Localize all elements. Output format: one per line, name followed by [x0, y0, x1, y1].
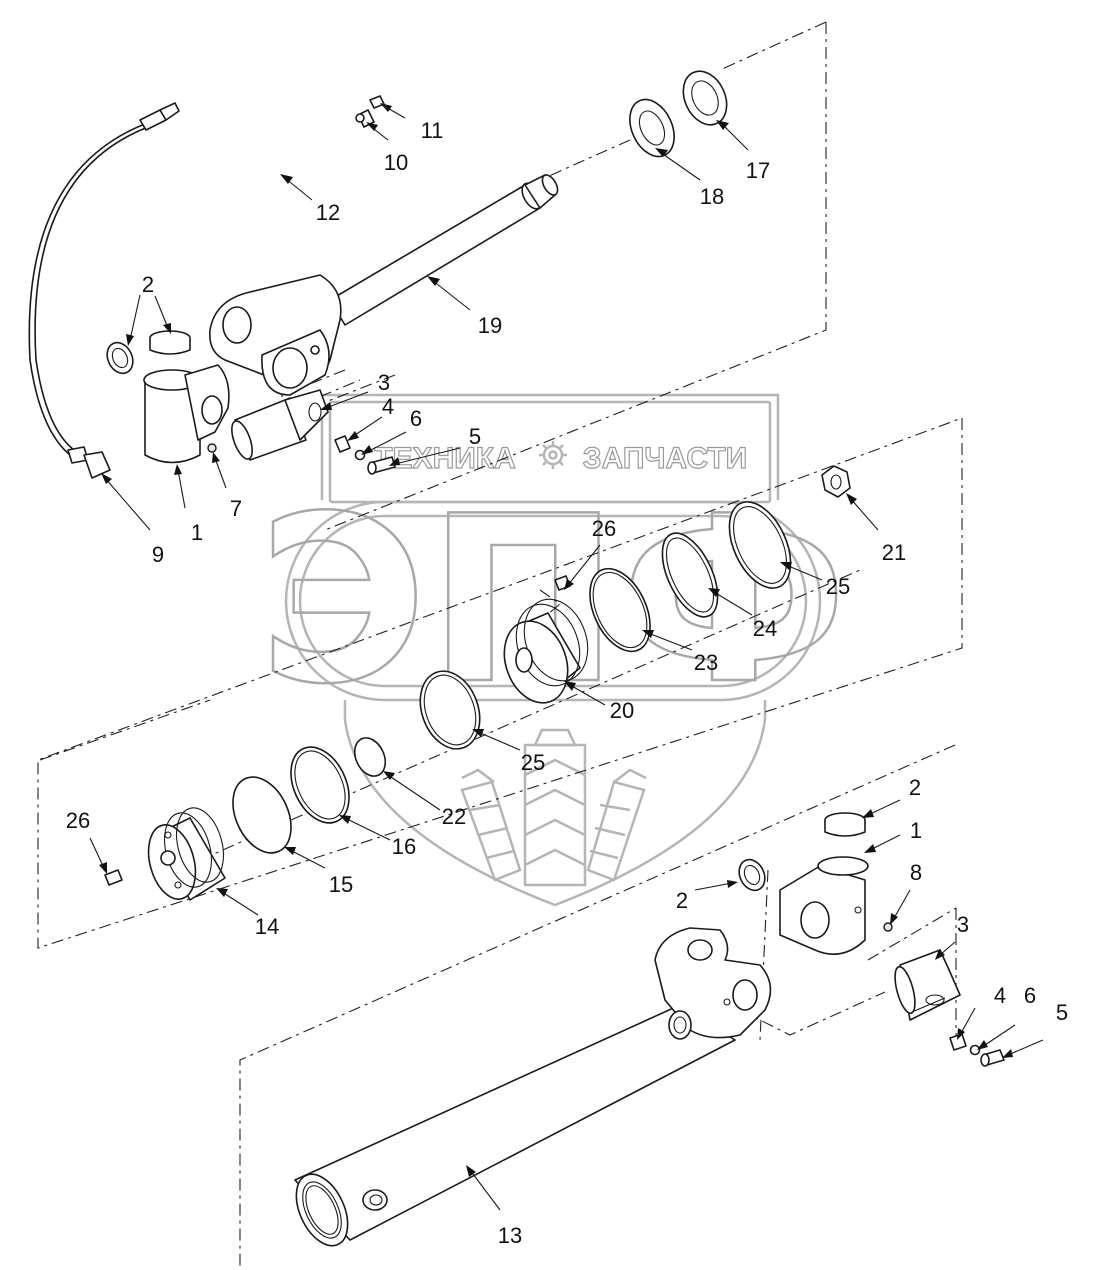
piston-20: [503, 598, 589, 704]
watermark-left-text: ТЕХНИКА: [374, 442, 516, 475]
callout-8: 8: [910, 860, 922, 885]
callout-10: 10: [384, 150, 408, 175]
bolt-5-upper: [367, 456, 396, 475]
callout-26-upper: 26: [592, 516, 616, 541]
callout-2-lower-left: 2: [676, 888, 688, 913]
callout-5-upper: 5: [469, 424, 481, 449]
callout-numbers: 11 10 12 18 17 19 2 3 4 6 5 7 1 9 21 26 …: [66, 118, 1068, 1248]
trunnion-1-lower: [779, 856, 869, 956]
callout-18: 18: [700, 184, 724, 209]
callout-15: 15: [329, 872, 353, 897]
callout-1-upper: 1: [191, 520, 203, 545]
pin-3-lower: [894, 949, 961, 1021]
callout-4-upper: 4: [382, 394, 394, 419]
piston-rod-19: [329, 174, 559, 326]
assembly-centerlines: [37, 21, 963, 1270]
callout-13: 13: [498, 1223, 522, 1248]
callout-3-upper: 3: [378, 370, 390, 395]
callout-6-lower: 6: [1024, 983, 1036, 1008]
seal-25-lower: [419, 670, 481, 750]
oring-22: [353, 737, 387, 777]
gear-icon: [539, 441, 567, 469]
callout-24: 24: [753, 616, 777, 641]
fitting-10: [355, 109, 375, 128]
callout-19: 19: [478, 313, 502, 338]
barrel-clevis-13: [654, 927, 772, 1040]
bushing-2-lower-top: [824, 812, 866, 837]
bushing-2-lower-left: [738, 858, 766, 892]
callout-14: 14: [255, 914, 279, 939]
callout-4-lower: 4: [994, 983, 1006, 1008]
callout-7: 7: [230, 496, 242, 521]
callout-21: 21: [882, 540, 906, 565]
nut-21: [821, 465, 851, 498]
callout-1-lower: 1: [910, 818, 922, 843]
callout-11: 11: [421, 118, 444, 143]
leader-lines: [89, 103, 1044, 1211]
watermark: ЭПФ ТЕХНИКА ЗАПЧАСТИ: [257, 393, 849, 907]
washer-6-lower: [969, 1044, 981, 1056]
seal-17: [682, 70, 728, 126]
setscrew-26-lower: [104, 869, 123, 886]
callout-25-upper: 25: [826, 574, 850, 599]
callout-2-lower-top: 2: [909, 775, 921, 800]
gland-14: [147, 807, 226, 901]
callout-6-upper: 6: [410, 406, 422, 431]
fitting-11: [369, 95, 385, 109]
callout-2-upper: 2: [142, 272, 154, 297]
callout-20: 20: [610, 698, 634, 723]
washer-6-upper: [354, 449, 366, 461]
callout-26-lower: 26: [66, 808, 90, 833]
watermark-shield: [320, 393, 780, 907]
bushing-2-upper-right: [149, 330, 191, 355]
callout-12: 12: [316, 200, 340, 225]
cylinder-barrel-13: [294, 1004, 736, 1247]
callout-23: 23: [694, 650, 718, 675]
callout-9: 9: [152, 542, 164, 567]
ring-23: [589, 567, 651, 653]
callout-25-lower: 25: [521, 750, 545, 775]
pin-3-upper: [231, 389, 329, 461]
ring-15: [232, 776, 292, 854]
seal-25-upper: [728, 501, 792, 589]
bolt-5-lower: [980, 1049, 1005, 1067]
bushing-2-upper-left: [106, 341, 134, 375]
hydraulic-hose: [28, 102, 180, 479]
watermark-right-text: ЗАПЧАСТИ: [583, 442, 747, 475]
ring-16: [290, 746, 350, 824]
rod-clevis-19: [208, 274, 342, 396]
watermark-bolts: [460, 728, 647, 887]
callout-3-lower: 3: [957, 912, 969, 937]
callout-5-lower: 5: [1056, 1000, 1068, 1025]
nut-7: [207, 443, 217, 453]
callout-16: 16: [392, 834, 416, 859]
spacer-4-upper: [334, 435, 351, 453]
callout-22: 22: [442, 804, 466, 829]
ring-24: [661, 532, 719, 618]
callout-17: 17: [746, 158, 770, 183]
seal-18: [629, 98, 675, 158]
trunnion-1-upper: [143, 364, 230, 464]
